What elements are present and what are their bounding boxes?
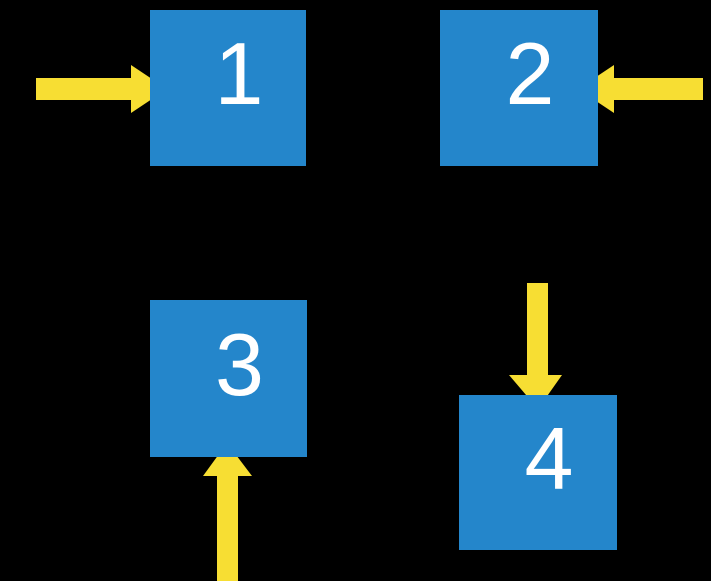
- node-box-4[interactable]: [459, 395, 617, 550]
- node-box-1[interactable]: [150, 10, 306, 166]
- node-label-2: 2: [505, 24, 555, 123]
- node-box-2[interactable]: [440, 10, 598, 166]
- arrow-into-node-4-icon: [509, 283, 562, 409]
- node-label-1: 1: [214, 24, 264, 123]
- arrow-into-node-2-icon: [578, 65, 703, 113]
- arrow-into-node-1-icon: [36, 65, 167, 113]
- node-label-3: 3: [215, 314, 264, 414]
- node-label-4: 4: [524, 408, 574, 508]
- arrow-into-node-3-icon: [203, 443, 252, 581]
- node-box-3[interactable]: [150, 300, 307, 457]
